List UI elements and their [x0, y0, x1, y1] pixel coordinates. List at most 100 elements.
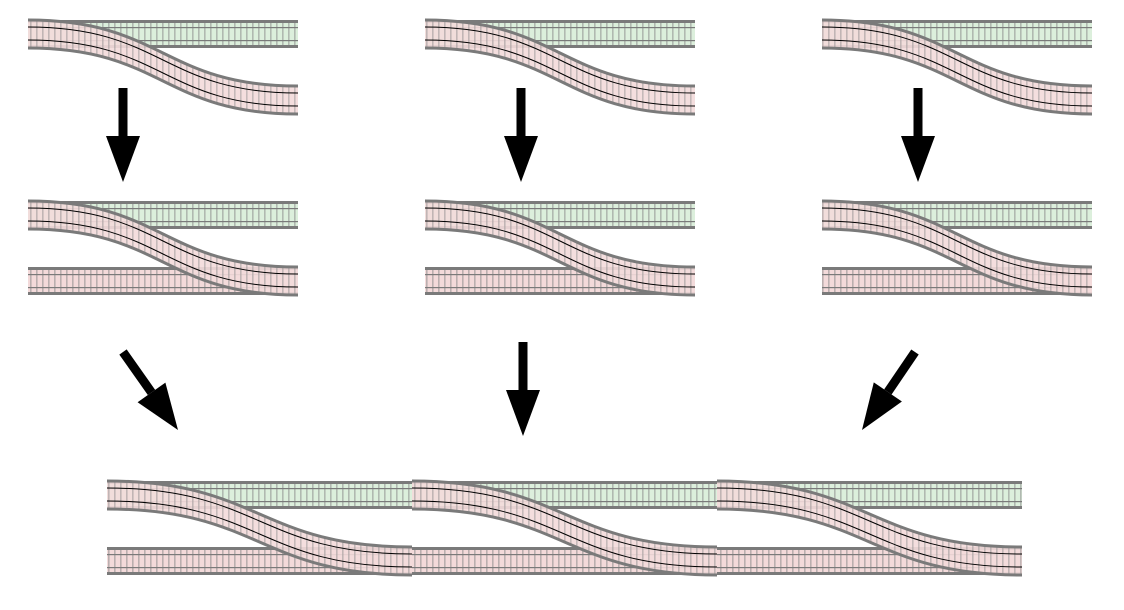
rail-bottom	[107, 506, 412, 509]
rail-bottom	[717, 572, 1022, 575]
rail-top	[412, 547, 717, 550]
curve-rail-bottom	[716, 507, 1023, 577]
inner-rail-bottom	[425, 221, 695, 223]
rail-top	[822, 20, 1092, 23]
rail-top	[822, 201, 1092, 204]
inner-rail-bottom	[425, 287, 695, 289]
turnout-with-parallel-1	[27, 199, 299, 297]
curve-sleepers	[822, 20, 1092, 114]
row-turnouts-with-parallel	[27, 199, 1093, 297]
inner-rail-top	[28, 274, 298, 276]
curve-rail-top	[27, 199, 299, 269]
curve-rail-bottom	[27, 46, 299, 116]
curve-rail-top	[106, 479, 413, 549]
curve-guide-line	[27, 39, 299, 107]
inner-rail-top	[425, 274, 695, 276]
rail-bottom	[28, 45, 298, 48]
arrow-head	[901, 136, 935, 182]
inner-rail-bottom	[28, 40, 298, 42]
curve-sleepers	[822, 201, 1092, 295]
rail-top	[425, 20, 695, 23]
inner-rail-bottom	[107, 501, 412, 503]
curve-guide-line	[424, 220, 696, 288]
inner-rail-bottom	[717, 567, 1022, 569]
inner-rail-bottom	[425, 40, 695, 42]
down-arrow-icon	[504, 88, 538, 182]
rail-bottom	[425, 292, 695, 295]
curve-rail-bottom	[821, 227, 1093, 297]
inner-rail-bottom	[28, 287, 298, 289]
rail-top	[717, 481, 1022, 484]
inner-rail-bottom	[107, 567, 412, 569]
curve-guide-line	[716, 487, 1023, 555]
rail-top	[717, 547, 1022, 550]
inner-rail-bottom	[822, 221, 1092, 223]
arrow-shaft	[884, 349, 919, 395]
single-turnout-2	[424, 18, 696, 116]
curve-guide-line	[821, 220, 1093, 288]
curve-guide-line	[27, 220, 299, 288]
down-arrow-icon	[506, 342, 540, 436]
inner-rail-top	[425, 27, 695, 29]
diverging-curve	[27, 199, 299, 297]
curve-guide-line	[424, 207, 696, 275]
diverging-curve	[821, 199, 1093, 297]
inner-rail-bottom	[822, 40, 1092, 42]
rail-top	[28, 201, 298, 204]
rail-top	[822, 267, 1092, 270]
rail-bottom	[28, 226, 298, 229]
inner-rail-bottom	[822, 287, 1092, 289]
curve-sleepers	[28, 20, 298, 114]
diverging-curve	[424, 199, 696, 297]
inner-rail-bottom	[412, 567, 717, 569]
ladder-module-1	[106, 479, 413, 577]
row-single-turnouts	[27, 18, 1093, 116]
curve-rail-bottom	[424, 46, 696, 116]
rail-bottom	[425, 226, 695, 229]
curve-rail-top	[27, 18, 299, 88]
inner-rail-top	[822, 208, 1092, 210]
curve-guide-line	[424, 39, 696, 107]
diverging-curve	[424, 18, 696, 116]
inner-rail-top	[28, 27, 298, 29]
curve-sleepers	[107, 481, 412, 575]
curve-guide-line	[716, 500, 1023, 568]
inner-rail-top	[822, 27, 1092, 29]
arrow-head	[862, 382, 902, 430]
inner-rail-bottom	[717, 501, 1022, 503]
arrow-head	[106, 136, 140, 182]
rail-bottom	[28, 292, 298, 295]
arrow-head	[137, 382, 178, 430]
rail-bottom	[412, 572, 717, 575]
rail-top	[425, 201, 695, 204]
curve-guide-line	[424, 26, 696, 94]
rail-bottom	[822, 226, 1092, 229]
diverging-curve	[27, 18, 299, 116]
rail-bottom	[717, 506, 1022, 509]
rail-top	[412, 481, 717, 484]
curve-sleepers	[425, 201, 695, 295]
rail-top	[28, 267, 298, 270]
arrows	[106, 88, 935, 436]
single-turnout-1	[27, 18, 299, 116]
curve-guide-line	[821, 39, 1093, 107]
inner-rail-bottom	[28, 221, 298, 223]
rail-bottom	[822, 292, 1092, 295]
curve-guide-line	[411, 500, 718, 568]
curve-guide-line	[821, 26, 1093, 94]
rail-bottom	[107, 572, 412, 575]
rail-bottom	[412, 506, 717, 509]
curve-guide-line	[106, 500, 413, 568]
row-combined-ladder	[106, 479, 1023, 577]
curve-sleepers	[425, 20, 695, 114]
curve-rail-bottom	[424, 227, 696, 297]
diagonal-arrow-icon	[862, 349, 919, 430]
curve-guide-line	[821, 207, 1093, 275]
curve-guide-line	[27, 207, 299, 275]
turnout-with-parallel-3	[821, 199, 1093, 297]
inner-rail-top	[425, 208, 695, 210]
rail-top	[107, 547, 412, 550]
down-arrow-icon	[901, 88, 935, 182]
inner-rail-top	[717, 554, 1022, 556]
curve-guide-line	[411, 487, 718, 555]
